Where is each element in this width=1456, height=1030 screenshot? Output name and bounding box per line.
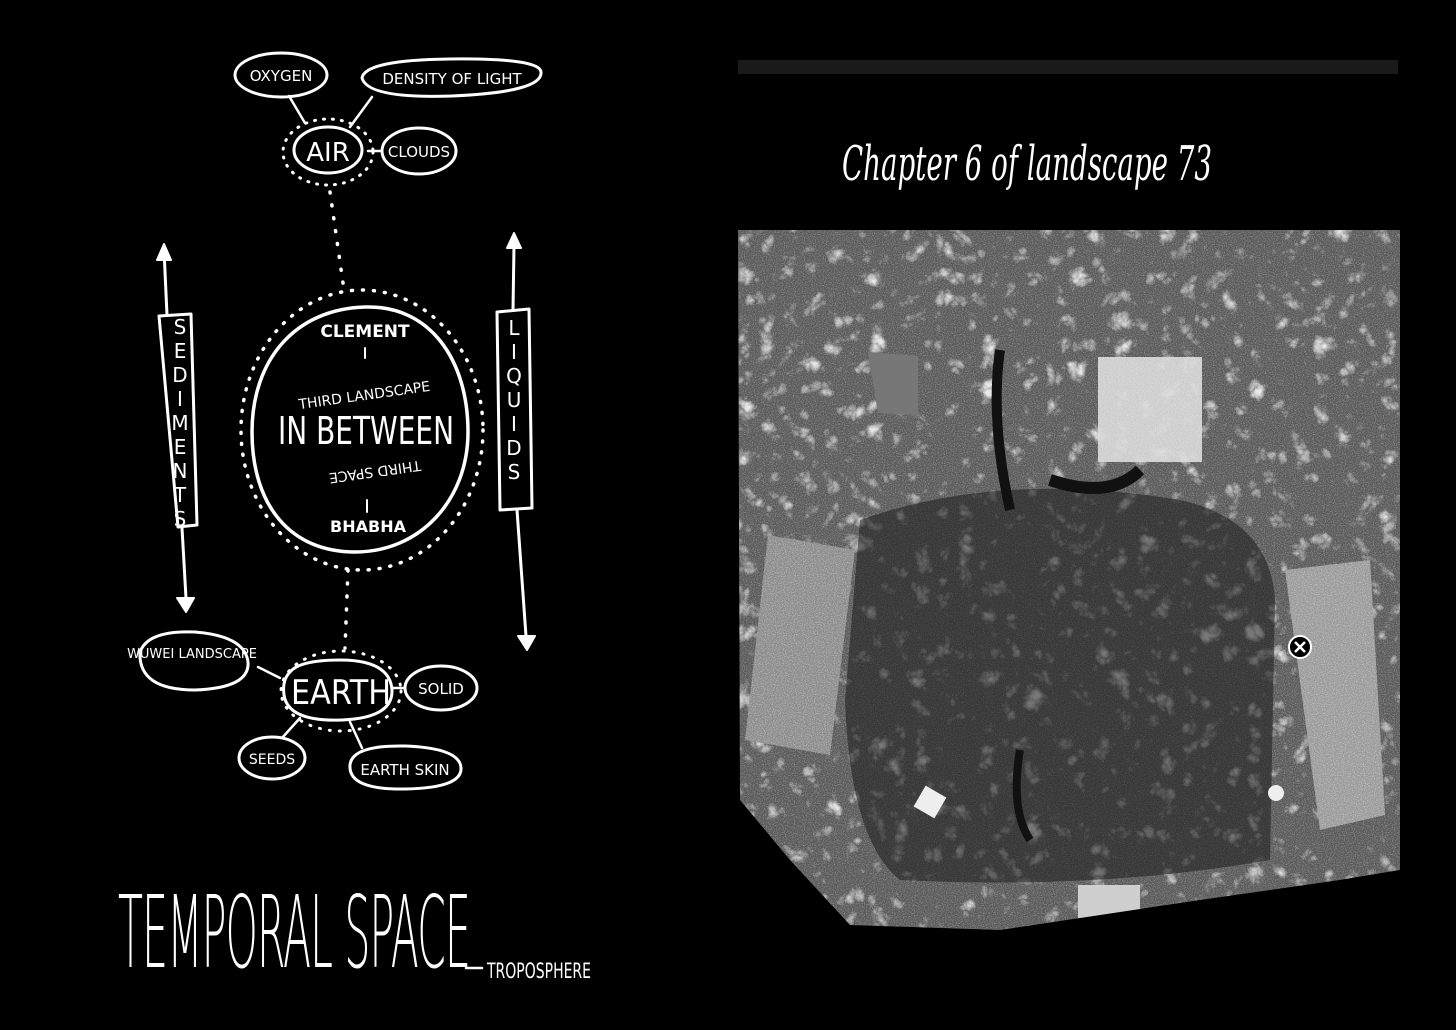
solid-bubble: SOLID xyxy=(390,664,479,712)
earth-skin-label: EARTH SKIN xyxy=(360,761,449,779)
earth-node: EARTH xyxy=(279,649,403,733)
solid-label: SOLID xyxy=(418,680,464,698)
density-of-light-label: DENSITY OF LIGHT xyxy=(382,70,522,88)
oxygen-label: OXYGEN xyxy=(250,67,313,85)
clouds-bubble: CLOUDS xyxy=(366,126,458,176)
aerial-garden-photo xyxy=(738,230,1400,930)
wuwei-label: WUWEI LANDSCAPE xyxy=(127,647,257,662)
temporal-space-title: TEMPORAL SPACE xyxy=(118,874,470,991)
clement-label: CLEMENT xyxy=(320,322,410,342)
right-page: Chapter 6 of landscape 73 xyxy=(738,60,1400,935)
wuwei-landscape-bubble: WUWEI LANDSCAPE xyxy=(127,630,282,692)
chapter-heading: Chapter 6 of landscape 73 xyxy=(842,136,1212,192)
third-space-label: THIRD SPACE xyxy=(328,457,423,486)
in-between-node: CLEMENT THIRD LANDSCAPE IN BETWEEN THIRD… xyxy=(239,288,485,572)
air-label: AIR xyxy=(306,138,350,168)
seeds-label: SEEDS xyxy=(249,752,295,768)
in-between-title: IN BETWEEN xyxy=(278,409,454,453)
troposphere-subtitle: TROPOSPHERE xyxy=(486,959,591,983)
bhabha-label: BHABHA xyxy=(330,517,407,536)
seeds-bubble: SEEDS xyxy=(237,716,307,781)
earth-connector xyxy=(343,568,350,650)
close-icon[interactable] xyxy=(1288,635,1312,659)
air-connector xyxy=(328,190,346,292)
clouds-label: CLOUDS xyxy=(388,143,450,161)
density-of-light-bubble: DENSITY OF LIGHT xyxy=(348,57,543,129)
left-page: AIR OXYGEN DENSITY OF LIGHT CLOUDS CLEME… xyxy=(118,51,591,991)
top-edge xyxy=(738,60,1398,74)
oxygen-bubble: OXYGEN xyxy=(233,51,329,125)
earth-label: EARTH xyxy=(291,673,391,713)
earth-skin-bubble: EARTH SKIN xyxy=(348,720,463,791)
air-node: AIR xyxy=(281,117,375,187)
